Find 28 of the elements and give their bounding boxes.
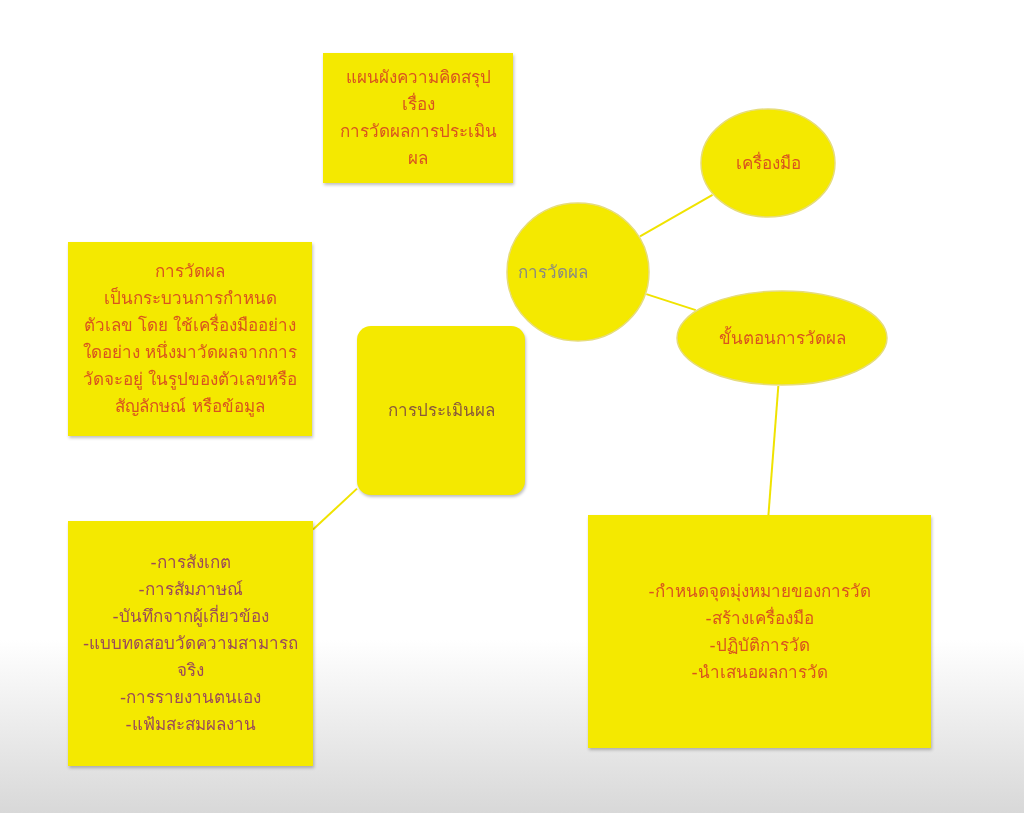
connector-line xyxy=(767,384,780,516)
list-item: -แบบทดสอบวัดความสามารถจริง xyxy=(81,632,300,682)
connector-line xyxy=(645,293,697,312)
list-item: -สร้างเครื่องมือ xyxy=(705,605,814,630)
list-item: -บันทึกจากผู้เกี่ยวข้อง xyxy=(112,603,269,629)
connector-line xyxy=(639,193,714,238)
definition-text: การวัดผล xyxy=(155,260,225,283)
definition-text: เป็นกระบวนการกำหนดตัวเลข โดย ใช้เครื่องมืออย่าง ใดอย่าง หนึ่งมาวัดผลจากการวัดจะอยู่ ในรูปของตัวเลขหรือสัญลักษณ์ หรือข้อมูล xyxy=(82,286,298,419)
circle-text: การวัดผล xyxy=(518,260,588,284)
list-item: -การสัมภาษณ์ xyxy=(138,578,243,601)
ellipse-text: ขั้นตอนการวัดผล xyxy=(718,325,846,350)
list-box xyxy=(588,515,931,748)
list-box xyxy=(68,521,313,766)
title-box xyxy=(323,53,513,183)
list-item: -แฟ้มสะสมผลงาน xyxy=(125,713,256,736)
list-item: -การรายงานตนเอง xyxy=(119,686,262,709)
connector-line xyxy=(312,487,358,531)
title-text: แผนผังความคิดสรุป xyxy=(345,66,491,90)
ellipse-text: เครื่องมือ xyxy=(735,150,801,175)
list-item: -ปฏิบัติการวัด xyxy=(709,633,810,657)
box-text: การประเมินผล xyxy=(387,399,495,422)
title-text: เรื่อง xyxy=(401,91,435,116)
topic-box xyxy=(357,326,525,495)
list-item: -การสังเกต xyxy=(150,551,231,574)
list-item: -กำหนดจุดมุ่งหมายของการวัด xyxy=(648,579,871,604)
title-text: การวัดผลการประเมินผล xyxy=(338,120,498,170)
definition-box xyxy=(68,242,312,436)
list-item: -นำเสนอผลการวัด xyxy=(691,660,828,684)
